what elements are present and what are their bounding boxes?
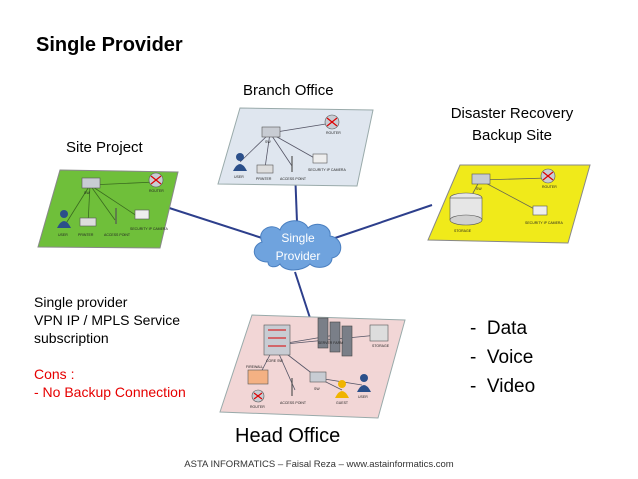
device-label-camera: SECURITY IP CAMERA (525, 221, 563, 225)
device-label-camera: SECURITY IP CAMERA (130, 227, 168, 231)
device-label-router: ROUTER (542, 185, 557, 189)
device-label-camera: SECURITY IP CAMERA (308, 168, 346, 172)
page-title: Single Provider (36, 34, 183, 56)
switch-icon (261, 126, 281, 138)
cloud-label: Single Provider (258, 229, 338, 265)
user-icon (236, 153, 244, 161)
cloud-icon (253, 220, 342, 271)
switch-icon (471, 173, 491, 185)
cons-title: Cons : (34, 366, 75, 382)
branch-office-area: SW ROUTER USER PRINTER ACCESS POINT SECU… (217, 107, 374, 187)
notes-line3: subscription (34, 330, 109, 346)
device-label-router: ROUTER (149, 189, 164, 193)
device-label-server-farm: SERVER FARM (318, 341, 343, 345)
device-label-sw: SW (314, 387, 320, 391)
camera-icon (134, 209, 150, 220)
head-office-area: CORE SW SERVER FARM STORAGE FIREWALL ROU… (219, 314, 406, 419)
device-label-printer: PRINTER (78, 233, 94, 237)
dr-label-line1: Disaster Recovery (450, 105, 574, 122)
service-item-data: - Data (470, 318, 528, 339)
services-list: - Data - Voice - Video (470, 314, 535, 401)
user-icon (360, 374, 368, 382)
head-office-label: Head Office (235, 425, 341, 447)
footer-credit: ASTA INFORMATICS – Faisal Reza – www.ast… (184, 459, 454, 470)
switch-icon (81, 177, 101, 189)
cloud-label-line2: Provider (275, 249, 321, 263)
device-label-access-point: ACCESS POINT (280, 401, 307, 405)
server-icon (317, 317, 329, 349)
server-icon (341, 325, 353, 357)
cons-item: - No Backup Connection (34, 384, 186, 400)
service-item-voice: - Voice (470, 347, 534, 368)
device-label-storage: STORAGE (372, 344, 390, 348)
notes-line1: Single provider (34, 294, 128, 310)
site-project-label: Site Project (66, 139, 143, 156)
camera-icon (532, 205, 548, 216)
dr-label-line2: Backup Site (471, 127, 553, 144)
device-label-sw: SW (265, 140, 271, 144)
guest-icon (338, 380, 346, 388)
device-label-core-sw: CORE SW (266, 359, 283, 363)
device-label-user: USER (358, 395, 368, 399)
camera-icon (312, 153, 328, 164)
service-item-video: - Video (470, 376, 536, 397)
notes-line2: VPN IP / MPLS Service (34, 312, 181, 328)
disaster-recovery-label: Disaster Recovery Backup Site (432, 103, 592, 147)
device-label-guest: GUEST (336, 401, 349, 405)
device-label-firewall: FIREWALL (246, 365, 263, 369)
device-label-router: ROUTER (326, 131, 341, 135)
device-label-sw: SW (84, 191, 90, 195)
printer-icon (79, 217, 97, 227)
device-label-storage: STORAGE (454, 229, 472, 233)
link-site-project (159, 204, 263, 239)
cloud-label-line1: Single (281, 231, 315, 245)
notes-block: Single provider VPN IP / MPLS Service su… (34, 293, 186, 401)
device-label-user: USER (234, 175, 244, 179)
link-dr (334, 204, 433, 239)
site-project-area: SW ROUTER USER PRINTER ACCESS POINT SECU… (37, 169, 179, 249)
disaster-recovery-area: SW ROUTER STORAGE SECURITY IP CAMERA (427, 164, 591, 244)
switch-icon (309, 371, 327, 383)
device-label-user: USER (58, 233, 68, 237)
device-label-printer: PRINTER (256, 177, 272, 181)
storage-icon (369, 324, 389, 342)
device-label-router: ROUTER (250, 405, 265, 409)
printer-icon (256, 164, 274, 174)
link-head-office (294, 271, 311, 319)
firewall-icon (247, 369, 269, 385)
device-label-access-point: ACCESS POINT (104, 233, 131, 237)
device-label-sw: SW (476, 187, 482, 191)
server-icon (329, 321, 341, 353)
device-label-access-point: ACCESS POINT (280, 177, 307, 181)
branch-office-label: Branch Office (243, 82, 334, 99)
user-icon (60, 210, 68, 218)
